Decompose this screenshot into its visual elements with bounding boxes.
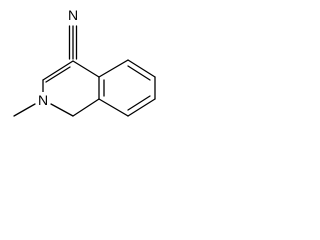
bond-c7-c8 [127,98,156,117]
bond-c4-c3-inner [45,66,71,83]
nitrile-nitrogen-atom: N [66,7,80,23]
bond-n-methyl [13,103,36,117]
bond-c4a-c4 [72,60,100,78]
benzene-ring [98,59,156,117]
bond-n2-c1 [50,103,74,117]
bond-c4a-c5 [98,59,129,78]
nitrile-nitrogen-label: N [68,7,78,23]
bond-c4-c3 [42,60,74,81]
bond-c1-c8a [72,98,100,117]
dihydro-ring [42,60,100,117]
ring-nitrogen-label-bg [36,92,50,108]
ring-nitrogen-atom: N [36,92,50,108]
bond-c7-c8-inner [127,95,151,111]
nitrile-group [68,25,78,60]
bond-c8-c8a [98,98,129,117]
nitrile-nitrogen-label-bg [66,7,80,23]
ring-nitrogen-label: N [38,92,48,108]
molecule-structure-diagram: N N [13,7,156,117]
bond-c5-c6-inner [127,65,151,81]
bond-c5-c6 [127,59,156,78]
